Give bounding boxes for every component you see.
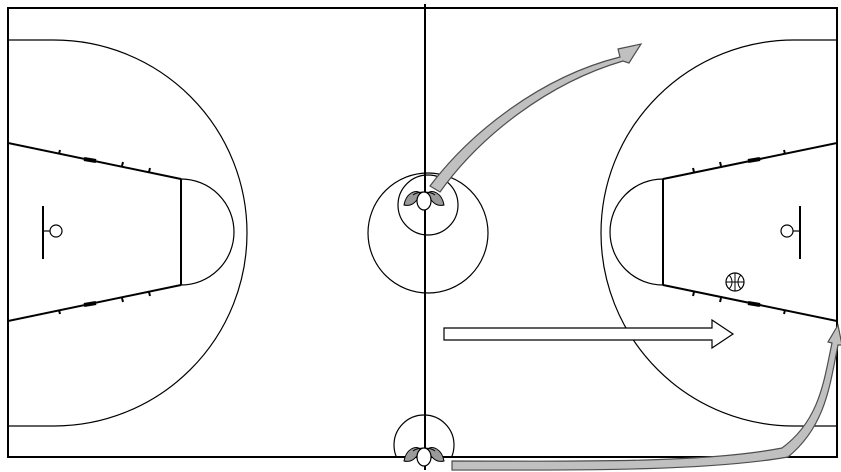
key-right — [609, 142, 837, 322]
three-point-line-left — [8, 39, 248, 427]
player-icon — [403, 447, 445, 467]
center-circle-inner — [397, 174, 459, 236]
player-baseline — [403, 447, 445, 467]
center-circle-outer — [367, 172, 489, 294]
player-center-circle — [403, 191, 445, 211]
basket-right — [780, 206, 801, 259]
basketball-icon — [725, 272, 745, 292]
cut-arrow-lower — [451, 323, 841, 471]
cut-arrow-upper — [429, 43, 643, 193]
straight-hollow-arrow — [443, 318, 735, 350]
key-left — [8, 142, 235, 322]
basket-left — [42, 206, 63, 259]
three-point-line-right — [600, 39, 837, 427]
player-icon — [403, 191, 445, 211]
court-boundary — [7, 7, 838, 458]
